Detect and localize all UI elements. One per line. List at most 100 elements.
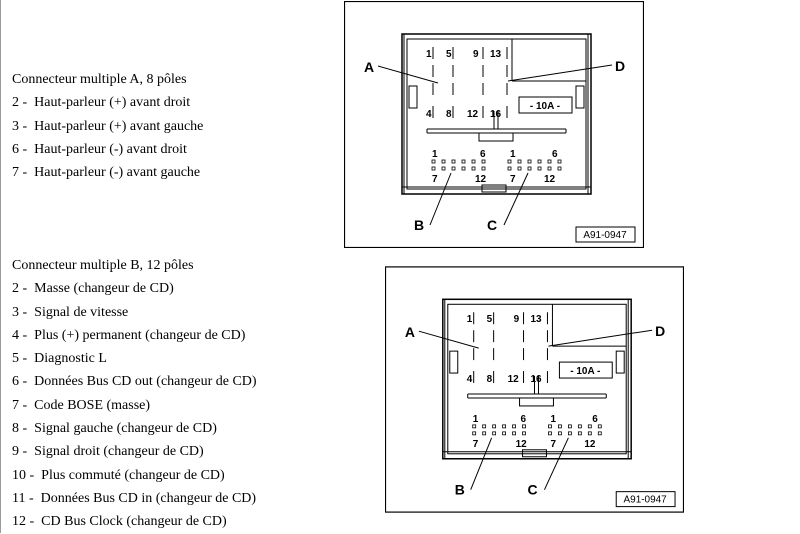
connector-b-pin-list: 2 - Masse (changeur de CD) 3 - Signal de… — [12, 277, 257, 533]
pin-label: 4 — [426, 109, 432, 120]
pin-item: 7 - Code BOSE (masse) — [12, 394, 257, 417]
pin-grid-a — [432, 47, 508, 118]
pin-label: 4 — [467, 374, 473, 385]
pin-number: 5 - — [12, 351, 28, 367]
pin-label: Haut-parleur (+) avant gauche — [34, 118, 204, 134]
pin-label: 1 — [473, 414, 479, 425]
upper-compartment — [551, 304, 627, 347]
pin-number: 7 - — [12, 397, 28, 413]
callout-b: B — [455, 482, 465, 498]
pin-label: Haut-parleur (-) avant gauche — [34, 165, 201, 181]
diagram-frame — [385, 266, 684, 513]
connector-c-pin-numbers: 1 6 7 12 — [550, 414, 598, 450]
pin-number: 6 - — [12, 141, 28, 157]
pin-label: 1 — [426, 49, 432, 60]
connector-housing — [442, 298, 632, 460]
pin-item: 6 - Haut-parleur (-) avant droit — [12, 138, 203, 161]
pin-label: 12 — [467, 109, 479, 120]
pin-label: Données Bus CD out (changeur de CD) — [34, 374, 257, 390]
fuse-label: - 10A - — [570, 366, 600, 377]
pin-label: 1 — [510, 149, 516, 160]
connector-housing — [401, 33, 592, 195]
pin-label: 7 — [510, 174, 516, 185]
fuse-label: - 10A - — [530, 101, 560, 112]
pin-number: 3 - — [12, 118, 28, 134]
pin-item: 12 - CD Bus Clock (changeur de CD) — [12, 510, 257, 533]
pin-item: 5 - Diagnostic L — [12, 347, 257, 370]
pin-number: 8 - — [12, 421, 28, 437]
connector-c-pins — [507, 159, 562, 171]
pin-item: 11 - Données Bus CD in (changeur de CD) — [12, 487, 257, 510]
pin-label: Signal de vitesse — [34, 304, 129, 320]
reference-code: A91-0947 — [624, 495, 668, 506]
pin-label: 5 — [487, 314, 493, 325]
pin-label: 7 — [432, 174, 438, 185]
pin-grid-a — [473, 312, 548, 384]
connector-b-pin-numbers: 1 6 7 12 — [473, 414, 527, 450]
callout-leaders — [418, 329, 653, 490]
reference-tag — [575, 226, 636, 243]
pin-label: Plus commuté (changeur de CD) — [41, 467, 225, 483]
pin-label: 16 — [531, 374, 543, 385]
pin-number: 2 - — [12, 281, 28, 297]
connector-a-description: Connecteur multiple A, 8 pôles 2 - Haut-… — [12, 68, 203, 184]
reference-code: A91-0947 — [583, 230, 627, 241]
pin-label: 16 — [490, 109, 502, 120]
pin-label: 12 — [475, 174, 487, 185]
pin-label: 8 — [446, 109, 452, 120]
pin-number: 2 - — [12, 95, 28, 111]
pin-label: Plus (+) permanent (changeur de CD) — [34, 327, 246, 343]
pin-label: 1 — [432, 149, 438, 160]
callout-d: D — [615, 58, 625, 74]
connector-b-heading: Connecteur multiple B, 12 pôles — [12, 258, 194, 273]
callout-b: B — [414, 217, 424, 233]
pin-item: 7 - Haut-parleur (-) avant gauche — [12, 161, 203, 184]
callout-leaders — [377, 64, 613, 226]
callout-c: C — [528, 482, 538, 498]
reference-tag — [615, 491, 676, 508]
divider-bar — [426, 111, 567, 142]
pin-item: 2 - Haut-parleur (+) avant droit — [12, 91, 203, 114]
pin-item: 6 - Données Bus CD out (changeur de CD) — [12, 370, 257, 393]
divider-bar — [467, 376, 607, 407]
connector-b-pins — [472, 424, 526, 436]
pin-item: 9 - Signal droit (changeur de CD) — [12, 440, 257, 463]
pin-number: 7 - — [12, 165, 28, 181]
callout-letters: A D B C — [405, 323, 665, 497]
diagram-frame — [344, 1, 644, 248]
pin-label: 5 — [446, 49, 452, 60]
connector-b-description: Connecteur multiple B, 12 pôles 2 - Mass… — [12, 254, 257, 534]
pin-numbers-a: 1 5 9 13 4 8 12 16 — [467, 314, 542, 385]
pin-label: 6 — [480, 149, 486, 160]
pin-numbers-a: 1 5 9 13 4 8 12 16 — [426, 49, 502, 120]
pin-label: Masse (changeur de CD) — [34, 281, 174, 297]
pin-item: 10 - Plus commuté (changeur de CD) — [12, 464, 257, 487]
pin-label: 13 — [531, 314, 543, 325]
pin-label: Signal droit (changeur de CD) — [34, 444, 204, 460]
pin-number: 3 - — [12, 304, 28, 320]
pin-number: 6 - — [12, 374, 28, 390]
connector-c-pin-numbers: 1 6 7 12 — [510, 149, 558, 185]
callout-d: D — [655, 323, 665, 339]
connector-diagram: 1 5 9 13 4 8 12 16 - 10A - 1 6 7 12 1 6 … — [385, 266, 684, 513]
pin-number: 12 - — [12, 514, 35, 530]
pin-number: 9 - — [12, 444, 28, 460]
pin-label: 9 — [514, 314, 520, 325]
pin-label: 6 — [521, 414, 527, 425]
pin-number: 11 - — [12, 490, 34, 506]
pin-label: CD Bus Clock (changeur de CD) — [41, 514, 227, 530]
pin-label: 12 — [516, 439, 528, 450]
pin-item: 8 - Signal gauche (changeur de CD) — [12, 417, 257, 440]
pin-label: Haut-parleur (-) avant droit — [34, 141, 187, 157]
pin-label: Diagnostic L — [34, 351, 107, 367]
pin-label: 6 — [552, 149, 558, 160]
pin-label: Haut-parleur (+) avant droit — [34, 95, 191, 111]
connector-b-pin-numbers: 1 6 7 12 — [432, 149, 487, 185]
pin-label: 1 — [550, 414, 556, 425]
pin-item: 3 - Haut-parleur (+) avant gauche — [12, 115, 203, 138]
page-left-rule — [0, 0, 1, 533]
pin-label: Signal gauche (changeur de CD) — [34, 421, 217, 437]
callout-c: C — [487, 217, 497, 233]
connector-a-pin-list: 2 - Haut-parleur (+) avant droit 3 - Hau… — [12, 91, 203, 184]
pin-item: 4 - Plus (+) permanent (changeur de CD) — [12, 324, 257, 347]
